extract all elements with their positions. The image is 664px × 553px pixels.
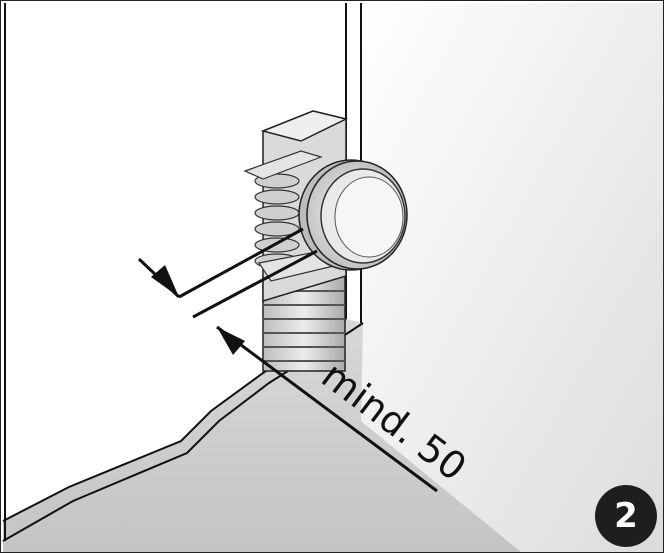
right-wall [361,3,663,552]
round-pipe-connector [298,159,408,271]
floor-plane [3,319,521,552]
dimension-arrows [151,265,245,355]
flexible-hose [262,275,346,372]
step-number-badge: 2 [595,485,657,547]
step-number: 2 [614,496,638,536]
